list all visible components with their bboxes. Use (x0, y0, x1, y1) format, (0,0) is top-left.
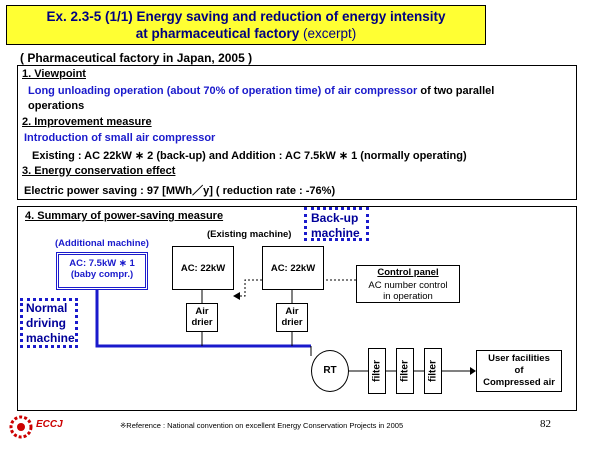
arrow-to-ac1 (233, 292, 240, 300)
normal-label-box: Normal driving machine (20, 298, 78, 348)
overview-box: 1. Viewpoint Long unloading operation (a… (17, 65, 577, 200)
small-ac-1: AC: 7.5kW ∗ 1 (69, 258, 135, 269)
improvement-heading: 2. Improvement measure (22, 116, 152, 128)
receiver-tank: RT (311, 350, 349, 392)
compressor-1: AC: 22kW (172, 246, 234, 290)
filter-2: filter (396, 348, 414, 394)
title-line-2: at pharmaceutical factory (excerpt) (7, 25, 485, 42)
viewpoint-line-1-blue: Long unloading operation (about 70% of o… (28, 85, 418, 97)
normal-1: Normal (26, 301, 68, 315)
air-drier-2: Air drier (276, 303, 308, 332)
title-line-1: Ex. 2.3-5 (1/1) Energy saving and reduct… (46, 9, 446, 24)
normal-3: machine (26, 331, 75, 345)
summary-heading: 4. Summary of power-saving measure (25, 210, 224, 222)
control-panel: Control panel AC number control in opera… (356, 265, 460, 303)
backup-label-2: machine (311, 226, 360, 240)
control-1: AC number control (368, 280, 448, 291)
user-facilities: User facilities of Compressed air (476, 350, 562, 392)
viewpoint-line-2: operations (28, 100, 85, 112)
drier2-b: drier (281, 317, 303, 328)
effect-heading: 3. Energy conservation effect (22, 165, 176, 177)
compressor-2: AC: 22kW (262, 246, 324, 290)
drier1-a: Air (195, 306, 209, 317)
filter-1: filter (368, 348, 386, 394)
control-2: in operation (383, 291, 433, 302)
viewpoint-heading: 1. Viewpoint (22, 68, 86, 80)
additional-label: (Additional machine) (55, 238, 149, 249)
filter-3: filter (424, 348, 442, 394)
title-line-2-main: at pharmaceutical factory (135, 26, 300, 41)
existing-label: (Existing machine) (207, 229, 292, 240)
summary-box (17, 206, 577, 411)
air-drier-1: Air drier (186, 303, 218, 332)
small-compressor: AC: 7.5kW ∗ 1 (baby compr.) (56, 252, 148, 290)
title-line-2-suffix: (excerpt) (303, 26, 357, 41)
normal-line (95, 290, 311, 348)
drier2-a: Air (285, 306, 299, 317)
eccj-logo-icon (9, 415, 33, 439)
normal-2: driving (26, 316, 67, 330)
backup-label-box: Back-up machine (304, 207, 369, 241)
user-2: of (514, 365, 524, 376)
slide-title: Ex. 2.3-5 (1/1) Energy saving and reduct… (6, 5, 486, 45)
user-1: User facilities (488, 353, 550, 364)
control-panel-title: Control panel (377, 267, 439, 278)
arrow-to-user (470, 367, 476, 375)
small-ac-2: (baby compr.) (70, 269, 134, 280)
viewpoint-line-1-black: of two parallel (420, 85, 495, 97)
footnote: ※Reference : National convention on exce… (120, 421, 404, 430)
filter-1-label: filter (371, 360, 383, 382)
user-3: Compressed air (483, 377, 555, 388)
backup-label-1: Back-up (311, 211, 359, 225)
logo-text: ECCJ (36, 419, 63, 430)
improvement-line-2: Existing : AC 22kW ∗ 2 (back-up) and Add… (32, 150, 467, 162)
subtitle: ( Pharmaceutical factory in Japan, 2005 … (20, 51, 253, 65)
effect-line-1: Electric power saving : 97 [MWh／y] ( red… (24, 185, 336, 197)
filter-3-label: filter (427, 360, 439, 382)
filter-2-label: filter (399, 360, 411, 382)
page-number: 82 (540, 418, 551, 430)
improvement-line-1: Introduction of small air compressor (24, 132, 216, 144)
viewpoint-line-1: Long unloading operation (about 70% of o… (28, 85, 494, 97)
drier1-b: drier (191, 317, 213, 328)
